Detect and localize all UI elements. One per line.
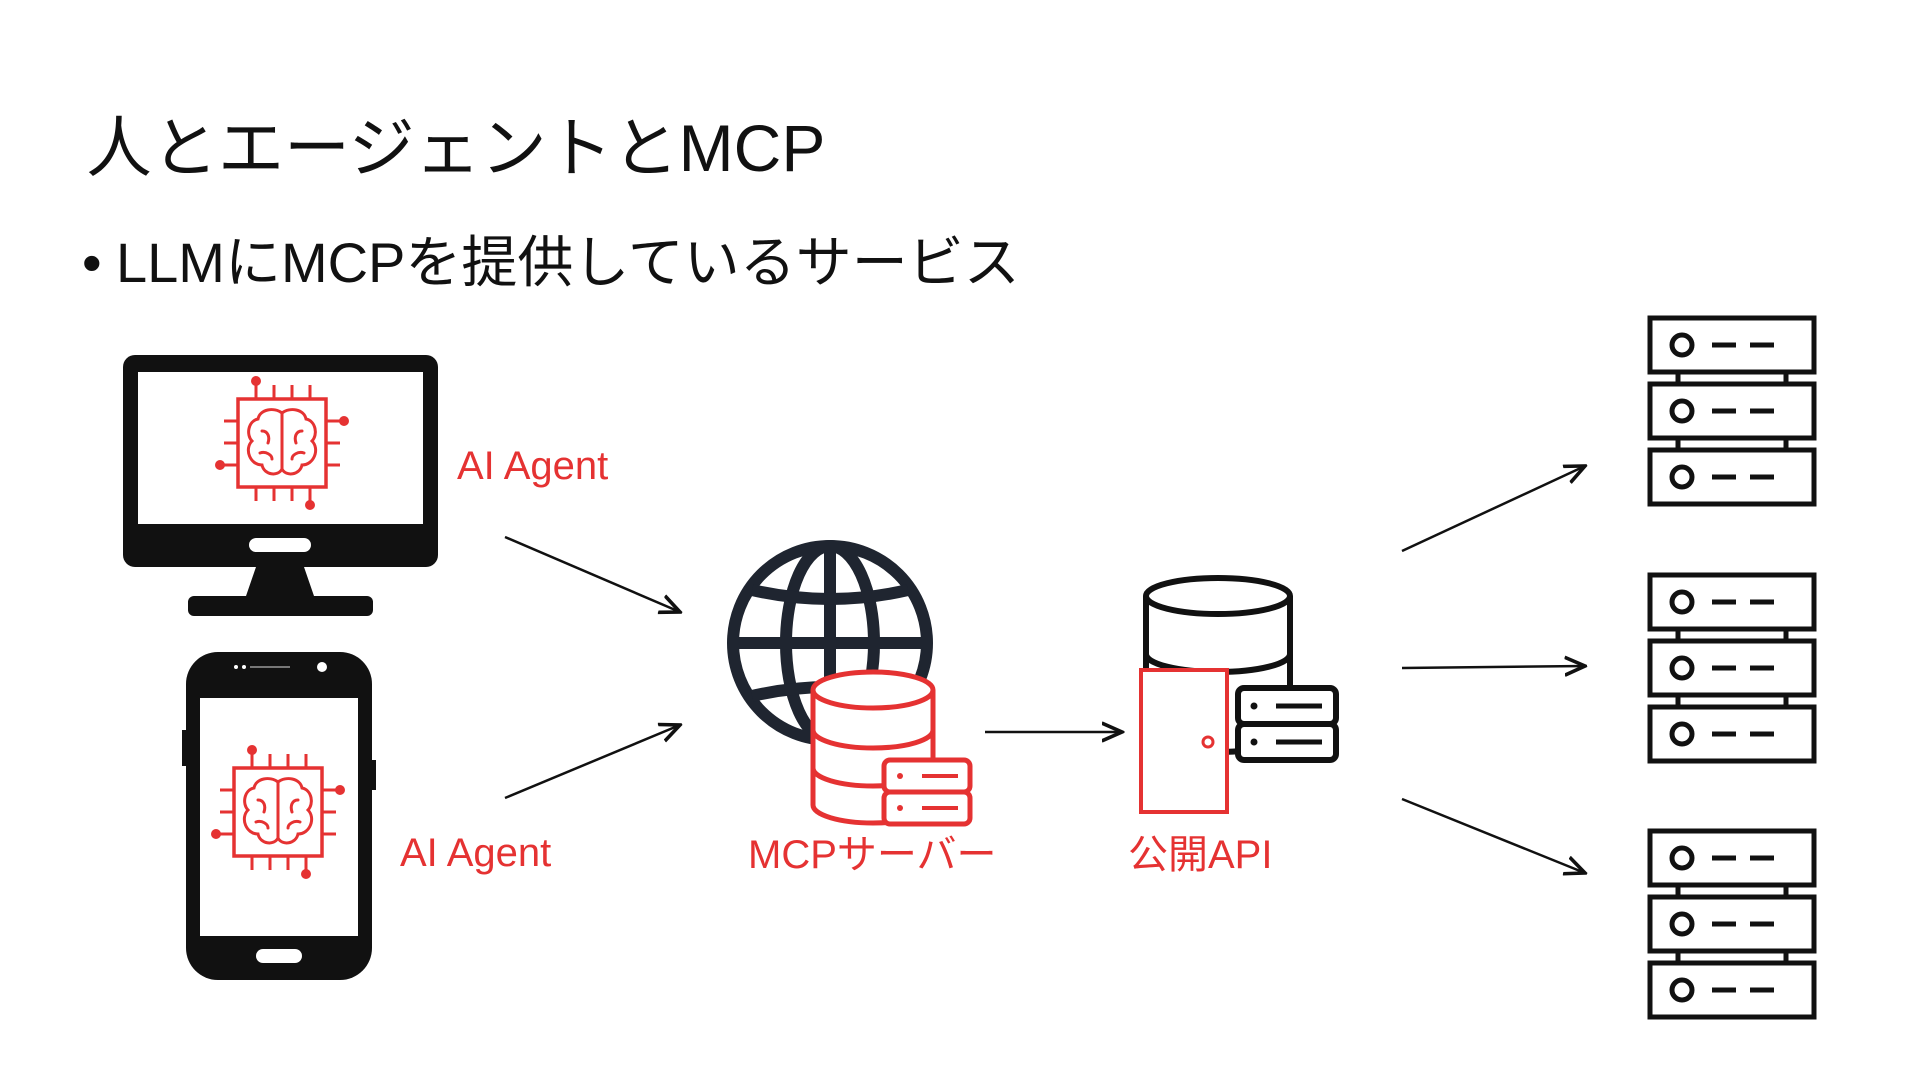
arrow-api-to-server-3 [1401, 797, 1585, 873]
slide-title: 人とエージェントとMCP [86, 111, 826, 185]
bullet-text: LLMにMCPを提供しているサービス [116, 231, 1020, 294]
server-rack-icon [1650, 318, 1814, 504]
bullet-item: •LLMにMCPを提供しているサービス [82, 232, 1020, 294]
database-server-icon [810, 669, 973, 827]
server-rack-icon [1650, 575, 1814, 761]
arrow-phone-to-mcp [504, 725, 680, 800]
public-api-label: 公開API [1128, 833, 1273, 877]
phone-agent-label: AI Agent [400, 831, 552, 875]
server-rack-icon [1650, 831, 1814, 1017]
desktop-agent-label: AI Agent [457, 444, 609, 488]
arrow-desktop-to-mcp [504, 535, 680, 612]
door-icon [1139, 668, 1229, 814]
mcp-server-label: MCPサーバー [748, 833, 997, 877]
bullet-dot: • [82, 231, 102, 294]
arrow-api-to-server-1 [1401, 466, 1585, 553]
arrow-api-to-server-2 [1401, 666, 1585, 668]
